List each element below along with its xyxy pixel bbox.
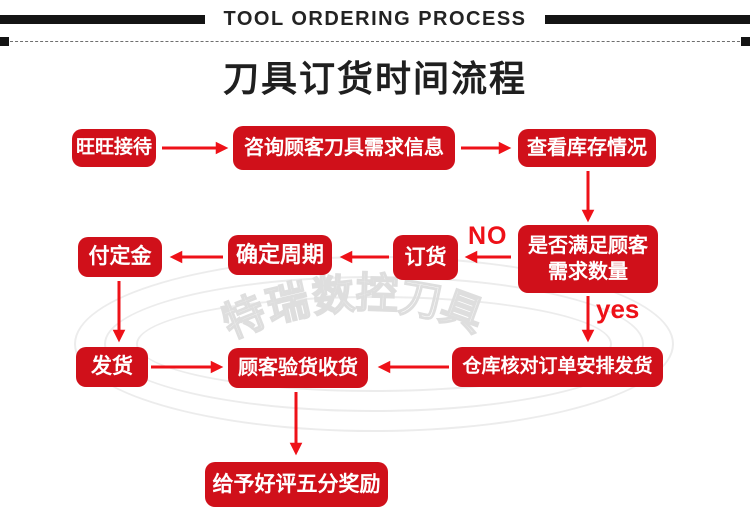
header-bar-right <box>544 14 750 24</box>
header-bar-left <box>0 14 206 24</box>
node-satisfy-demand-decision: 是否满足顾客 需求数量 <box>518 225 658 293</box>
header-banner-title: TOOL ORDERING PROCESS <box>223 7 527 30</box>
node-place-order: 订货 <box>393 235 458 280</box>
branch-label-no: NO <box>468 222 508 250</box>
node-five-star-reward: 给予好评五分奖励 <box>205 462 388 507</box>
header-banner: TOOL ORDERING PROCESS <box>0 6 750 32</box>
node-customer-inspect-receive: 顾客验货收货 <box>228 348 368 388</box>
node-check-inventory: 查看库存情况 <box>518 129 656 167</box>
node-warehouse-arrange-shipment: 仓库核对订单安排发货 <box>452 347 663 387</box>
node-pay-deposit: 付定金 <box>78 237 162 277</box>
node-confirm-cycle: 确定周期 <box>228 235 332 275</box>
node-ship-goods: 发货 <box>76 347 148 387</box>
separator-endcap-left <box>0 37 9 46</box>
branch-label-yes: yes <box>596 294 640 324</box>
watermark-ellipse-inner <box>136 296 612 392</box>
page-title: 刀具订货时间流程 <box>222 58 527 99</box>
separator-endcap-right <box>741 37 750 46</box>
node-wangwang-reception: 旺旺接待 <box>72 129 156 167</box>
dashed-separator <box>0 37 750 46</box>
watermark-ellipse-middle <box>104 276 644 412</box>
node-consult-customer-needs: 咨询顾客刀具需求信息 <box>233 126 455 170</box>
